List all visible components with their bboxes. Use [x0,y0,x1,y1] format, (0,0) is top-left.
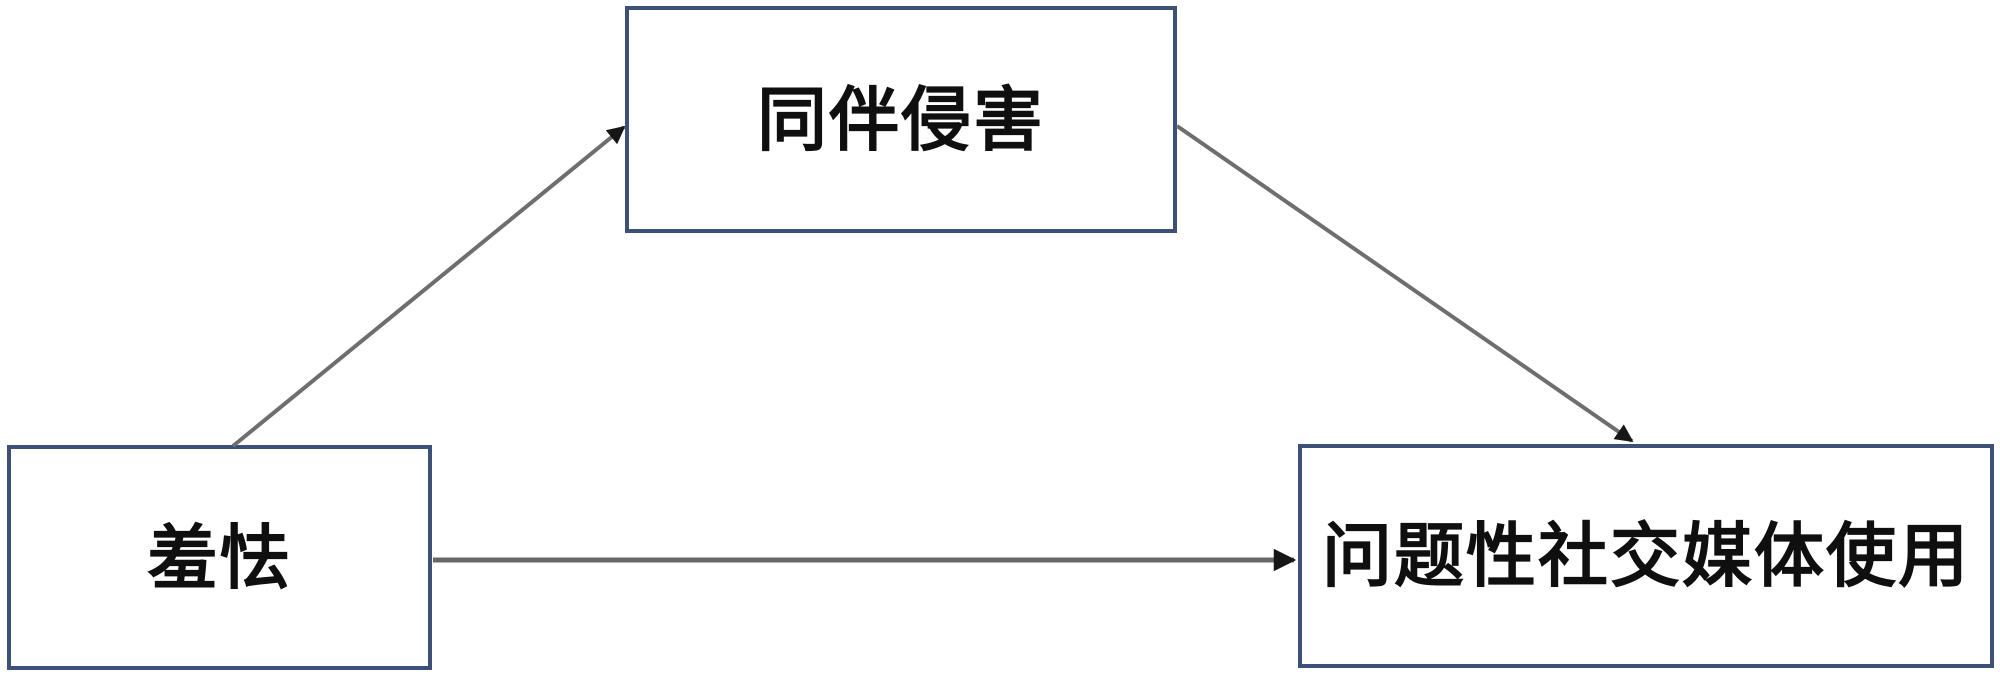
arrow-peer-victimization-to-problematic-social-media-use [1175,124,1634,443]
node-problematic-social-media-use: 问题性社交媒体使用 [1298,444,1994,668]
node-shyness: 羞怯 [7,445,432,670]
node-shyness-label: 羞怯 [147,518,292,597]
arrow-shyness-to-peer-victimization [231,125,626,448]
node-peer-victimization: 同伴侵害 [625,6,1177,233]
node-peer-victimization-label: 同伴侵害 [757,80,1045,159]
node-problematic-social-media-use-label: 问题性社交媒体使用 [1322,517,1970,595]
